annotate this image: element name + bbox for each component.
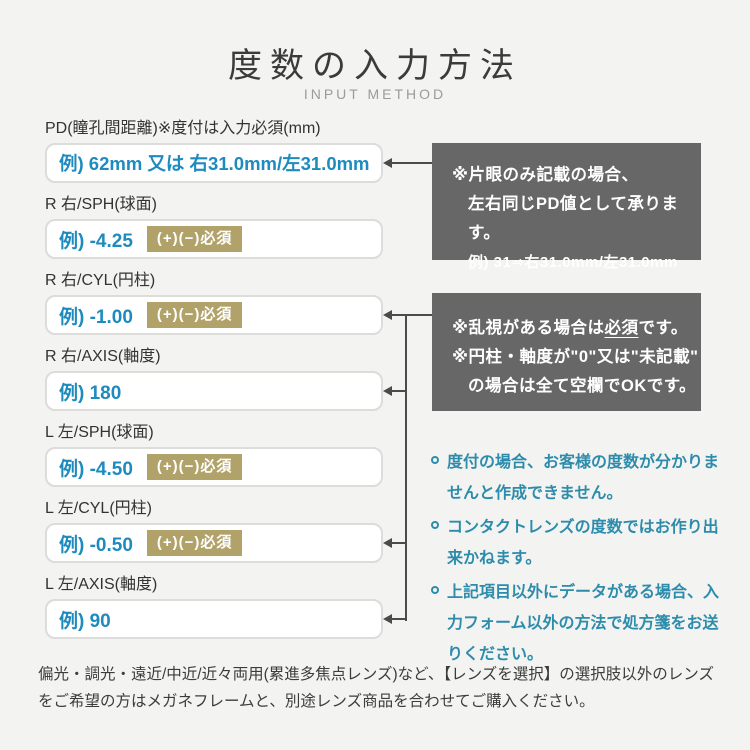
field-l-cyl-label: L 左/CYL(円柱): [45, 500, 152, 517]
left-arrowhead-icon: [383, 158, 392, 168]
list-item: コンタクトレンズの度数ではお作り出来かねます。: [430, 512, 722, 574]
astig-note-line1: ※乱視がある場合は必須です。: [452, 319, 688, 337]
field-r-sph-label: R 右/SPH(球面): [45, 196, 158, 213]
page-title: 度数の入力方法: [228, 47, 522, 85]
left-arrowhead-icon: [383, 386, 392, 396]
plus-minus-required-badge: (+)(−)必須: [146, 454, 243, 480]
left-arrowhead-icon: [383, 614, 392, 624]
astigmatism-note-box: ※乱視がある場合は必須です。 ※円柱・軸度が"0"又は"未記載" の場合は全て空…: [432, 293, 701, 411]
field-r-axis-example-value: 例) 180: [59, 382, 122, 404]
connector-vertical-line: [405, 314, 407, 621]
circle-bullet-icon: [431, 521, 439, 529]
arrow-line: [391, 542, 407, 544]
field-r-sph-example-box: 例) -4.25 (+)(−)必須: [45, 219, 383, 259]
underlined-required-text: 必須: [604, 319, 639, 337]
field-r-cyl-example-value: 例) -1.00: [59, 306, 133, 328]
footer-note: 偏光・調光・遠近/中近/近々両用(累進多焦点レンズ)など、【レンズを選択】の選択…: [38, 666, 714, 710]
astig-note-line2: ※円柱・軸度が"0"又は"未記載": [452, 348, 699, 366]
field-l-cyl-example-value: 例) -0.50: [59, 534, 133, 556]
field-r-axis-label: R 右/AXIS(軸度): [45, 348, 161, 365]
field-l-axis-label: L 左/AXIS(軸度): [45, 576, 158, 593]
page-subtitle: INPUT METHOD: [303, 86, 447, 102]
plus-minus-required-badge: (+)(−)必須: [146, 226, 243, 252]
pd-note-line1: ※片眼のみ記載の場合、: [452, 166, 639, 184]
field-l-sph-label: L 左/SPH(球面): [45, 424, 154, 441]
caution-bullet-list: 度付の場合、お客様の度数が分かりませんと作成できません。 コンタクトレンズの度数…: [430, 447, 722, 673]
field-pd: PD(瞳孔間距離)※度付は入力必須(mm) 例) 62mm 又は 右31.0mm…: [45, 120, 383, 196]
field-l-sph-example-value: 例) -4.50: [59, 458, 133, 480]
circle-bullet-icon: [431, 456, 439, 464]
field-r-sph: R 右/SPH(球面) 例) -4.25 (+)(−)必須: [45, 196, 383, 272]
left-arrowhead-icon: [383, 538, 392, 548]
arrow-line: [391, 618, 407, 620]
pd-note-line2: 左右同じPD値として承ります。: [468, 195, 679, 242]
field-l-axis-example-value: 例) 90: [59, 610, 111, 632]
field-pd-example-box: 例) 62mm 又は 右31.0mm/左31.0mm: [45, 143, 383, 183]
plus-minus-required-badge: (+)(−)必須: [146, 302, 243, 328]
field-r-axis-example-box: 例) 180: [45, 371, 383, 411]
field-r-cyl-label: R 右/CYL(円柱): [45, 272, 156, 289]
astig-note-line3: の場合は全て空欄でOKです。: [468, 377, 697, 395]
arrow-line: [391, 390, 407, 392]
field-r-cyl: R 右/CYL(円柱) 例) -1.00 (+)(−)必須: [45, 272, 383, 348]
list-item: 上記項目以外にデータがある場合、入力フォーム以外の方法で処方箋をお送りください。: [430, 577, 722, 670]
field-l-cyl: L 左/CYL(円柱) 例) -0.50 (+)(−)必須: [45, 500, 383, 576]
list-item: 度付の場合、お客様の度数が分かりませんと作成できません。: [430, 447, 722, 509]
field-r-cyl-example-box: 例) -1.00 (+)(−)必須: [45, 295, 383, 335]
field-r-sph-example-value: 例) -4.25: [59, 230, 133, 252]
arrow-line: [391, 314, 432, 316]
prescription-fields: PD(瞳孔間距離)※度付は入力必須(mm) 例) 62mm 又は 右31.0mm…: [45, 120, 383, 652]
field-pd-label: PD(瞳孔間距離)※度付は入力必須(mm): [45, 120, 321, 137]
plus-minus-required-badge: (+)(−)必須: [146, 530, 243, 556]
field-l-sph: L 左/SPH(球面) 例) -4.50 (+)(−)必須: [45, 424, 383, 500]
left-arrowhead-icon: [383, 310, 392, 320]
pd-note-line3: 例) 31⇒右31.0mm/左31.0mm: [468, 254, 678, 271]
field-l-axis-example-box: 例) 90: [45, 599, 383, 639]
field-l-cyl-example-box: 例) -0.50 (+)(−)必須: [45, 523, 383, 563]
circle-bullet-icon: [431, 586, 439, 594]
field-pd-example-value: 例) 62mm 又は 右31.0mm/左31.0mm: [59, 153, 370, 174]
field-l-axis: L 左/AXIS(軸度) 例) 90: [45, 576, 383, 652]
arrow-line: [391, 162, 432, 164]
pd-note-box: ※片眼のみ記載の場合、 左右同じPD値として承ります。 例) 31⇒右31.0m…: [432, 143, 701, 271]
field-r-axis: R 右/AXIS(軸度) 例) 180: [45, 348, 383, 424]
field-l-sph-example-box: 例) -4.50 (+)(−)必須: [45, 447, 383, 487]
